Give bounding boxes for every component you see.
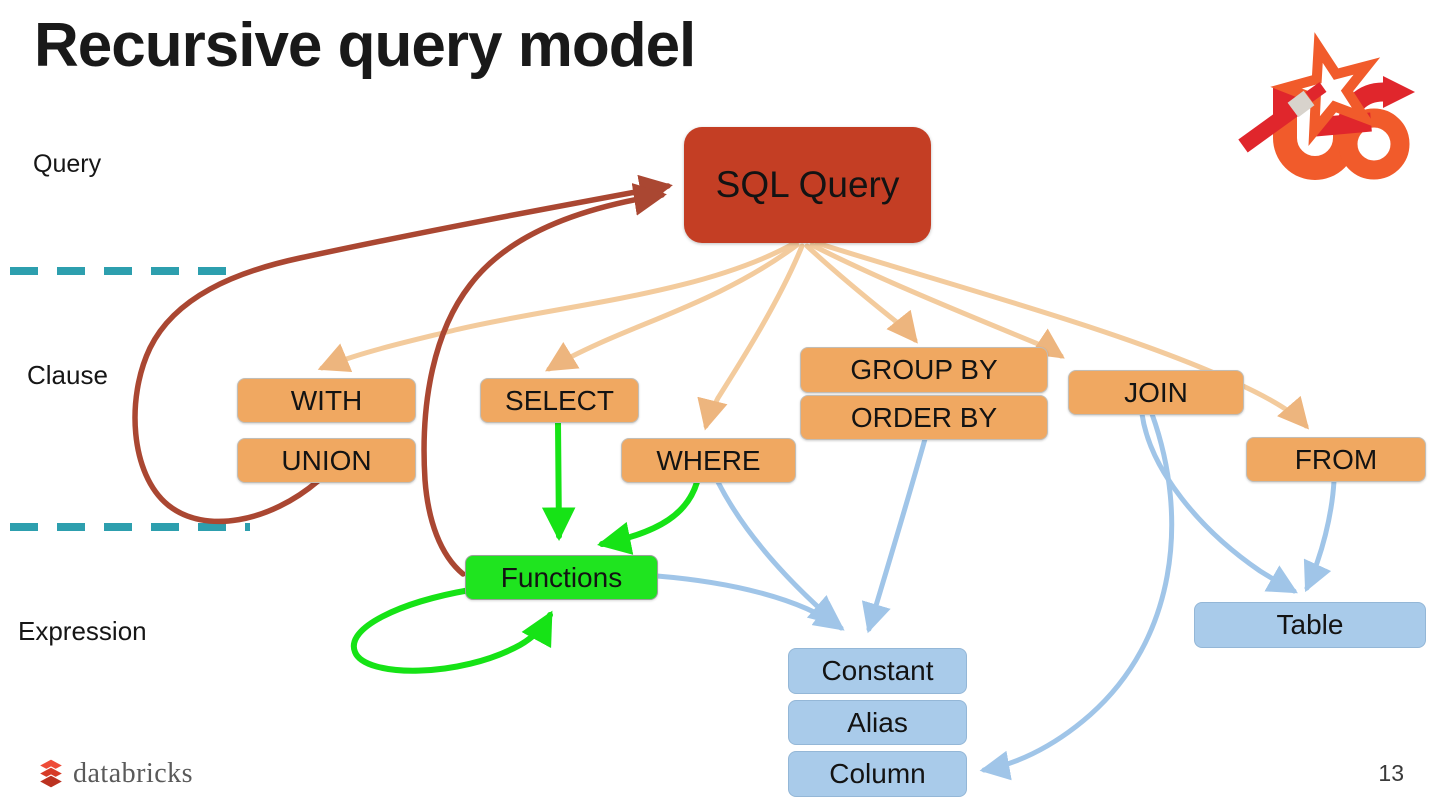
edge-functions-sql_query	[421, 183, 667, 577]
star-icon	[1270, 32, 1381, 146]
edge-join-table	[1139, 411, 1298, 594]
edges-to-expressions	[654, 411, 1337, 781]
node-alias: Alias	[788, 700, 967, 745]
node-constant: Constant	[788, 648, 967, 694]
node-sql-query: SQL Query	[684, 127, 931, 243]
databricks-bricks-icon	[37, 758, 65, 789]
edge-sql_query-join	[809, 242, 1065, 359]
brand-wordmark: databricks	[73, 758, 194, 789]
edge-join-column	[979, 411, 1175, 781]
edge-sql_query-with	[317, 241, 796, 373]
node-select: SELECT	[480, 378, 639, 423]
edge-sql_query-group_by	[804, 243, 918, 344]
edges-to-functions	[350, 420, 700, 674]
row-label-query: Query	[33, 150, 102, 178]
page-number: 13	[1378, 760, 1404, 786]
edges-recursive	[132, 174, 673, 577]
footer-brand: databricks	[36, 758, 193, 790]
slide-title: Recursive query model	[34, 11, 696, 80]
node-from: FROM	[1246, 437, 1426, 482]
node-with: WITH	[237, 378, 416, 423]
node-join: JOIN	[1068, 370, 1244, 415]
spark-summit-16-logo-icon	[1238, 32, 1415, 180]
edge-sql_query-where	[697, 243, 805, 431]
edges-query-to-clauses	[317, 240, 1310, 431]
node-union: UNION	[237, 438, 416, 483]
edge-sql_query-select	[545, 242, 800, 372]
node-table: Table	[1194, 602, 1426, 648]
row-label-clause: Clause	[27, 360, 108, 390]
edge-from-table	[1303, 478, 1337, 593]
edge-functions-self-loop	[350, 587, 553, 674]
edge-union-sql_query	[132, 174, 673, 525]
edge-sql_query-from	[814, 240, 1310, 430]
node-functions: Functions	[465, 555, 658, 600]
node-order-by: ORDER BY	[800, 395, 1048, 440]
node-group-by: GROUP BY	[800, 347, 1048, 393]
edge-select-functions	[541, 420, 576, 542]
edge-where-functions	[597, 479, 700, 555]
row-label-expression: Expression	[18, 616, 147, 646]
edge-where-constant	[715, 479, 840, 626]
edge-order_by-constant	[861, 436, 928, 634]
node-where: WHERE	[621, 438, 796, 483]
node-column: Column	[788, 751, 967, 797]
